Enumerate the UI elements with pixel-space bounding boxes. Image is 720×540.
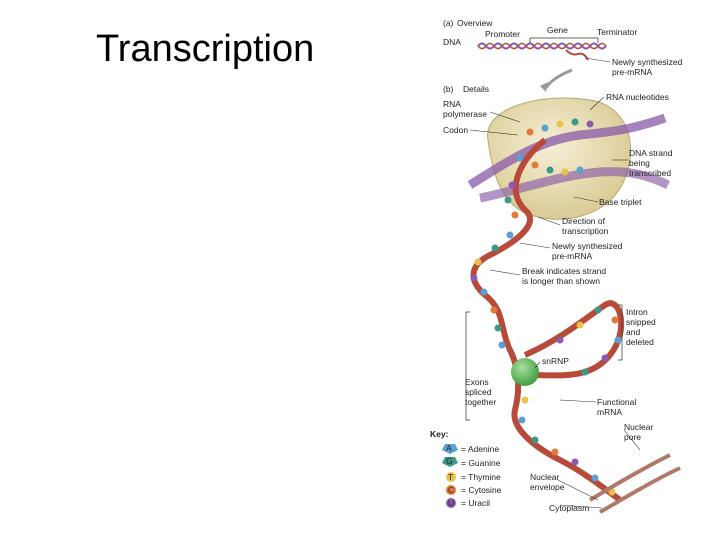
svg-text:A: A bbox=[446, 443, 452, 453]
direction-line2: transcription bbox=[562, 226, 609, 236]
break-note-line2: is longer than shown bbox=[522, 276, 600, 286]
nuclear-envelope-line1: Nuclear bbox=[530, 472, 559, 482]
intron-line4: deleted bbox=[626, 337, 654, 347]
rna-polymerase-line2: polymerase bbox=[443, 109, 487, 119]
svg-text:G: G bbox=[446, 456, 453, 466]
dna-strand-line3: transcribed bbox=[629, 168, 671, 178]
exons-line3: together bbox=[465, 397, 496, 407]
pre-mrna-b-line1: Newly synthesized bbox=[552, 241, 623, 251]
promoter-label: Promoter bbox=[485, 29, 520, 39]
pre-mrna-overview bbox=[565, 49, 589, 61]
rna-strand bbox=[470, 137, 622, 503]
exons-line1: Exons bbox=[465, 377, 489, 387]
svg-text:= Uracil: = Uracil bbox=[461, 498, 490, 508]
key-item-thymine: T = Thymine bbox=[446, 472, 501, 482]
key-item-cytosine: C = Cytosine bbox=[446, 485, 502, 495]
svg-text:C: C bbox=[448, 485, 454, 495]
snrnp-label: snRNP bbox=[542, 356, 569, 366]
codon-label: Codon bbox=[443, 125, 468, 135]
svg-text:U: U bbox=[448, 498, 454, 508]
key-item-adenine: A = Adenine bbox=[442, 443, 499, 454]
dna-strand-line2: being bbox=[629, 158, 650, 168]
key-item-guanine: G = Guanine bbox=[442, 456, 501, 468]
leader-lines bbox=[469, 96, 641, 509]
svg-text:= Cytosine: = Cytosine bbox=[461, 485, 502, 495]
rna-nucleotides-label: RNA nucleotides bbox=[606, 92, 669, 102]
key-legend: Key: A = Adenine G = Guanine T = Thymine… bbox=[430, 429, 502, 508]
terminator-label: Terminator bbox=[597, 27, 637, 37]
svg-text:T: T bbox=[448, 472, 453, 482]
break-note-line1: Break indicates strand bbox=[522, 266, 606, 276]
snrnp-shape bbox=[511, 358, 539, 386]
nuclear-pore-line1: Nuclear bbox=[624, 422, 653, 432]
nuclear-pore-line2: pore bbox=[624, 432, 641, 442]
gene-label: Gene bbox=[547, 25, 568, 35]
pre-mrna-b-line2: pre-mRNA bbox=[552, 251, 592, 261]
exons-line2: spliced bbox=[465, 387, 492, 397]
svg-text:= Adenine: = Adenine bbox=[461, 444, 499, 454]
rna-polymerase-line1: RNA bbox=[443, 99, 461, 109]
svg-text:= Thymine: = Thymine bbox=[461, 472, 501, 482]
panel-a-overview: (a) Overview Gene Promoter Terminator DN… bbox=[443, 18, 683, 92]
functional-mrna-line2: mRNA bbox=[597, 407, 622, 417]
key-item-uracil: U = Uracil bbox=[446, 498, 490, 508]
svg-text:= Guanine: = Guanine bbox=[461, 458, 501, 468]
nuclear-envelope-line2: envelope bbox=[530, 482, 565, 492]
intron-line1: Intron bbox=[626, 307, 648, 317]
nuclear-envelope-shape bbox=[588, 453, 671, 502]
dna-strand bbox=[467, 113, 667, 189]
panel-a-label: (a) bbox=[443, 18, 454, 28]
base-triplet-label: Base triplet bbox=[599, 197, 642, 207]
dna-strand-line1: DNA strand bbox=[629, 148, 673, 158]
pre-mrna-a-line2: pre-mRNA bbox=[612, 67, 652, 77]
key-title: Key: bbox=[430, 429, 449, 439]
intron-bracket bbox=[618, 304, 623, 361]
dna-label: DNA bbox=[443, 37, 461, 47]
intron-line2: snipped bbox=[626, 317, 656, 327]
intron-loop bbox=[523, 300, 625, 379]
nucleotide-beads bbox=[470, 118, 622, 496]
panel-b-label: (b) bbox=[443, 84, 454, 94]
panel-b-details: (b) Details bbox=[443, 84, 681, 514]
intron-line3: and bbox=[626, 327, 640, 337]
direction-line1: Direction of bbox=[562, 216, 606, 226]
slide-title: Transcription bbox=[96, 28, 315, 70]
pre-mrna-a-line1: Newly synthesized bbox=[612, 57, 683, 67]
functional-mrna-line1: Functional bbox=[597, 397, 636, 407]
exons-bracket bbox=[465, 311, 470, 421]
cytoplasm-label: Cytoplasm bbox=[549, 503, 589, 513]
panel-a-heading: Overview bbox=[457, 18, 493, 28]
panel-b-heading: Details bbox=[463, 84, 489, 94]
zoom-arrow bbox=[544, 68, 573, 89]
